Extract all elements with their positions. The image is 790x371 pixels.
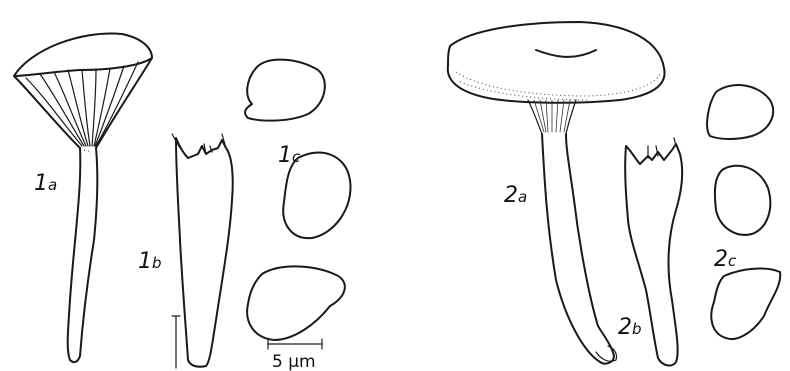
fig1c-spores xyxy=(245,60,350,340)
fig1b-basidium xyxy=(172,134,233,367)
label-1b: 1b xyxy=(138,249,162,274)
fig1a-mushroom xyxy=(14,33,152,362)
label-2a: 2a xyxy=(504,183,527,208)
scale-bar-vertical xyxy=(172,316,180,368)
label-2c: 2c xyxy=(714,247,737,272)
label-1a: 1a xyxy=(34,171,57,196)
scale-bar-label: 5 μm xyxy=(272,352,316,371)
label-1c: 1c xyxy=(278,143,301,168)
fig2c-spores xyxy=(707,85,780,339)
fig2a-mushroom xyxy=(448,22,665,364)
label-2b: 2b xyxy=(618,315,642,340)
